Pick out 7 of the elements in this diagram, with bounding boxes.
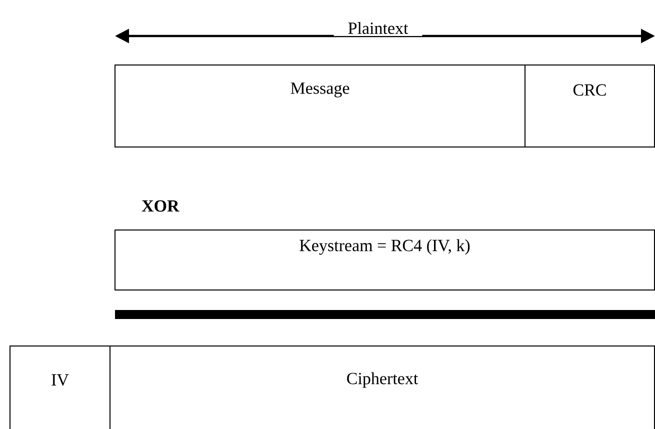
field-box: CRC bbox=[524, 64, 655, 148]
operator-label: XOR bbox=[142, 200, 180, 212]
dimension-label: Plaintext bbox=[334, 20, 422, 36]
field-box: Keystream = RC4 (IV, k) bbox=[114, 230, 655, 290]
field-box: Message bbox=[114, 64, 526, 148]
field-box: Ciphertext bbox=[110, 346, 655, 429]
field-box: IV bbox=[10, 346, 110, 429]
